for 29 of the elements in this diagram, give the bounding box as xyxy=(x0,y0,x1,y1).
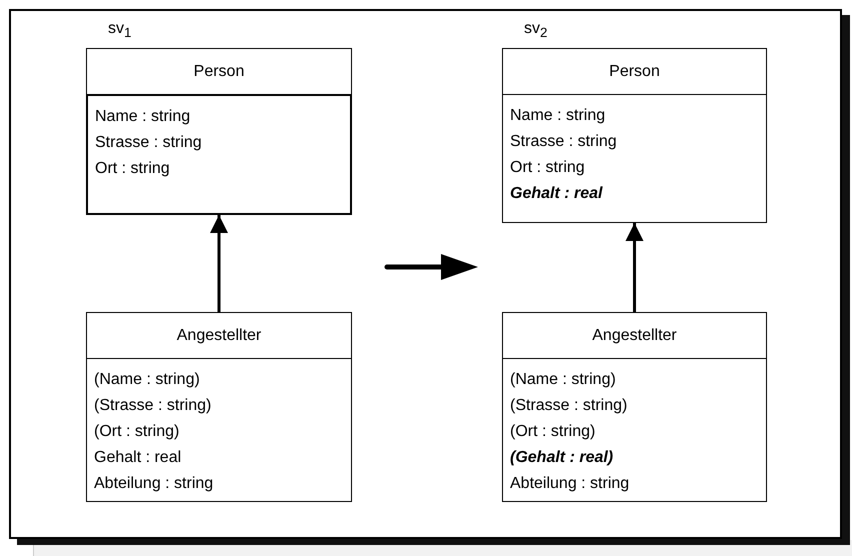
attribute-text: Gehalt : real xyxy=(510,184,602,204)
class-name: Person xyxy=(194,62,244,80)
class-box xyxy=(86,312,352,502)
attribute-text: Ort : string xyxy=(510,158,585,178)
schema-version-label: sv$_{1}$ xyxy=(108,20,132,40)
schema-version-label: sv$_{2}$ xyxy=(524,20,548,40)
class-box xyxy=(86,48,352,215)
attribute-text: (Ort : string) xyxy=(510,422,596,442)
attribute-text: (Strasse : string) xyxy=(94,396,212,416)
attribute-text: (Strasse : string) xyxy=(510,396,628,416)
attribute-text: (Name : string) xyxy=(94,370,200,390)
attribute-text: Strasse : string xyxy=(510,132,617,152)
attribute-text: (Gehalt : real) xyxy=(510,448,614,468)
inheritance-arrow xyxy=(626,223,644,312)
attribute-text: Abteilung : string xyxy=(510,474,630,494)
class-name: Angestellter xyxy=(176,326,262,344)
attribute-text: Name : string xyxy=(510,106,606,126)
class-box xyxy=(502,48,767,223)
inheritance-arrow xyxy=(210,215,228,312)
class-box xyxy=(502,312,767,502)
attribute-text: Strasse : string xyxy=(95,133,202,153)
attribute-text: Name : string xyxy=(95,107,190,127)
attribute-text: (Name : string) xyxy=(510,370,616,390)
class-name: Angestellter xyxy=(592,326,677,344)
attribute-text: (Ort : string) xyxy=(94,422,180,442)
attribute-text: Gehalt : real xyxy=(94,448,182,468)
attribute-text: Abteilung : string xyxy=(94,474,214,494)
attribute-text: Ort : string xyxy=(95,159,170,179)
class-name: Person xyxy=(609,62,660,80)
